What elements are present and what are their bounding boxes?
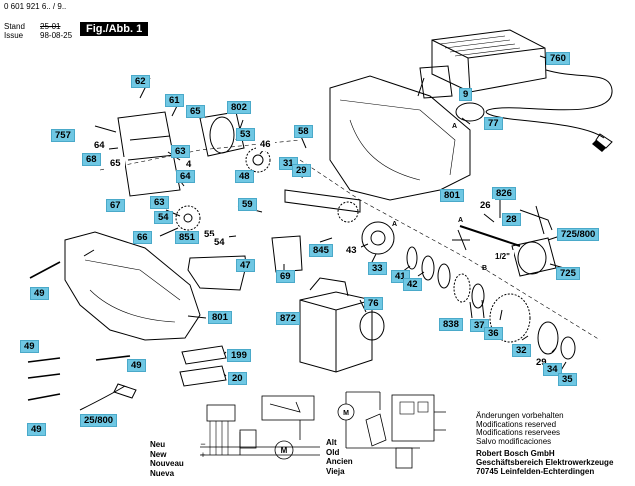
- part-label-65-left: 65: [106, 157, 125, 170]
- housing-right: [329, 75, 471, 201]
- stand-label: Stand: [4, 22, 25, 31]
- figure-title: Fig./Abb. 1: [80, 22, 149, 36]
- part-label-801-right: 801: [440, 189, 464, 202]
- part-label-36: 36: [484, 327, 503, 340]
- part-label-66: 66: [133, 231, 152, 244]
- part-label-54: 54: [154, 211, 173, 224]
- part-label-20: 20: [228, 372, 247, 385]
- minus-symbol: −: [200, 439, 205, 449]
- part-label-46: 46: [256, 138, 275, 151]
- part-label-826: 826: [492, 187, 516, 200]
- part-label-33: 33: [368, 262, 387, 275]
- part-label-68: 68: [82, 153, 101, 166]
- part-label-29: 29: [292, 164, 311, 177]
- part-label-845: 845: [309, 244, 333, 257]
- battery: [299, 291, 373, 373]
- marker-b: B: [482, 265, 487, 272]
- wiring-diagram-old: [337, 391, 446, 469]
- motor: [199, 111, 245, 157]
- part-label-65: 65: [186, 105, 205, 118]
- part-label-199: 199: [227, 349, 251, 362]
- part-label-61: 61: [165, 94, 184, 107]
- motor-symbol-new: M: [281, 446, 288, 455]
- motor-symbol-old: M: [343, 410, 349, 417]
- part-label-63: 63: [171, 145, 190, 158]
- part-label-34: 34: [543, 363, 562, 376]
- chuck: [511, 237, 557, 277]
- part-label-49-inner: 49: [127, 359, 146, 372]
- stand-value: 25-01: [40, 22, 61, 31]
- part-label-47: 47: [236, 259, 255, 272]
- part-label-32: 32: [512, 344, 531, 357]
- part-label-69: 69: [276, 270, 295, 283]
- part-label-28: 28: [502, 213, 521, 226]
- issue-value: 98-08-25: [40, 31, 73, 40]
- part-label-63-lower: 63: [150, 196, 169, 209]
- part-label-76: 76: [364, 297, 383, 310]
- part-label-757: 757: [51, 129, 75, 142]
- part-label-838: 838: [439, 318, 463, 331]
- part-label-26: 26: [476, 199, 495, 212]
- part-label-25-800: 25/800: [80, 414, 118, 427]
- part-label-851: 851: [175, 231, 199, 244]
- marker-a2: A: [392, 221, 397, 228]
- marker-a1: A: [458, 217, 463, 224]
- part-label-802: 802: [227, 101, 251, 114]
- part-label-49-bottom: 49: [27, 423, 46, 436]
- part-label-49-top: 49: [30, 287, 49, 300]
- company-address: Robert Bosch GmbH Geschäftsbereich Elekt…: [476, 449, 614, 476]
- plus-symbol: +: [200, 450, 205, 460]
- part-label-9: 9: [459, 88, 473, 101]
- part-label-42: 42: [403, 278, 422, 291]
- part-label-872: 872: [276, 312, 300, 325]
- legend-new: Neu New Nouveau Nueva: [150, 440, 184, 478]
- part-label-58: 58: [294, 125, 313, 138]
- part-label-64: 64: [176, 170, 195, 183]
- switch-assembly: [117, 111, 181, 197]
- part-label-35: 35: [558, 373, 577, 386]
- charger-cable: [485, 69, 613, 139]
- part-label-43: 43: [342, 244, 361, 257]
- part-label-801-left: 801: [208, 311, 232, 324]
- modification-notes: Änderungen vorbehalten Modifications res…: [476, 411, 564, 446]
- part-label-59: 59: [238, 198, 257, 211]
- part-label-77: 77: [484, 117, 503, 130]
- charger-outline: [431, 29, 547, 93]
- part-label-725-800: 725/800: [557, 228, 600, 241]
- issue-label: Issue: [4, 31, 24, 40]
- marker-a3: A: [452, 123, 457, 130]
- part-label-48: 48: [235, 170, 254, 183]
- shaft: [284, 189, 361, 213]
- part-label-725: 725: [556, 267, 580, 280]
- part-label-760: 760: [546, 52, 570, 65]
- part-label-62: 62: [131, 75, 150, 88]
- chuck-size-label: 1/2": [491, 250, 514, 263]
- part-label-53: 53: [236, 128, 255, 141]
- part-label-67: 67: [106, 199, 125, 212]
- housing-left: [64, 231, 201, 341]
- doc-number: 0 601 921 6.. / 9..: [4, 2, 67, 11]
- part-label-54-right: 54: [210, 236, 229, 249]
- legend-old: Alt Old Ancien Vieja: [326, 438, 353, 476]
- part-label-37: 37: [470, 319, 489, 332]
- part-label-64-top: 64: [90, 139, 109, 152]
- wiring-diagram-new: [200, 395, 320, 460]
- part-label-49-mid: 49: [20, 340, 39, 353]
